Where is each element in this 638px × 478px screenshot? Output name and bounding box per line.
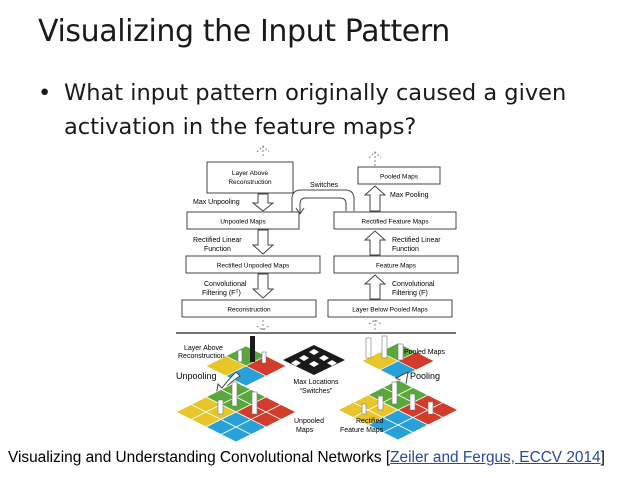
dashed-bottom-arrows bbox=[256, 319, 382, 331]
box-pooled-maps bbox=[357, 166, 441, 185]
grid-cell bbox=[220, 426, 252, 443]
lower-pooled-maps-label: Pooled Maps bbox=[404, 349, 445, 356]
box-layer-above-reconstruction bbox=[206, 161, 294, 194]
dashed-up-arrow-right bbox=[368, 151, 382, 166]
paper-link[interactable]: Zeiler and Fergus, ECCV 2014 bbox=[390, 449, 601, 466]
relu-left-line1: Rectified Linear bbox=[193, 237, 242, 244]
layer-above-map bbox=[205, 345, 287, 387]
relu-right-line1: Rectified Linear bbox=[392, 237, 441, 244]
box-layer-below-label: Layer Below Pooled Maps bbox=[352, 307, 428, 314]
max-pooling-label: Max Pooling bbox=[390, 192, 429, 199]
unpooled-line2: Maps bbox=[296, 427, 314, 434]
lower-layer-above-line2: Reconstruction bbox=[178, 353, 225, 360]
switches-connector bbox=[291, 189, 355, 215]
caption-prefix: Visualizing and Understanding Convolutio… bbox=[8, 449, 391, 466]
box-feature-maps-label: Feature Maps bbox=[376, 263, 417, 270]
bullet-point: • What input pattern originally caused a… bbox=[38, 76, 618, 144]
activation-bar bbox=[381, 335, 388, 359]
box-rectified-feature-maps bbox=[333, 211, 457, 230]
bullet-dot: • bbox=[38, 80, 52, 106]
activation-bar bbox=[250, 336, 255, 362]
rectified-line1: Rectified bbox=[356, 418, 383, 425]
box-unpooled-maps-label: Unpooled Maps bbox=[220, 219, 266, 226]
switches-label: Switches bbox=[310, 182, 339, 189]
relu-left-line2: Function bbox=[204, 246, 231, 253]
dashed-up-arrow-left bbox=[256, 145, 270, 158]
activation-bar bbox=[397, 343, 404, 361]
box-feature-maps bbox=[333, 255, 459, 274]
conv-right-line2: Filtering (F) bbox=[392, 290, 428, 297]
box-rectified-unpooled-maps bbox=[185, 255, 321, 274]
citation-caption: Visualizing and Understanding Convolutio… bbox=[8, 449, 605, 467]
activation-bar bbox=[237, 349, 243, 363]
box-unpooled-maps bbox=[186, 211, 300, 230]
relu-right-line2: Function bbox=[392, 246, 419, 253]
hollow-up-arrows bbox=[363, 185, 387, 300]
box-layer-below-pooled-maps bbox=[327, 299, 453, 318]
conv-right-line1: Convolutional bbox=[392, 281, 435, 288]
conv-left-line1: Convolutional bbox=[204, 281, 247, 288]
activation-bar bbox=[261, 351, 267, 364]
pooled-map bbox=[361, 342, 435, 380]
rectified-line2: Feature Maps bbox=[340, 427, 384, 434]
conv-left-line2: Filtering (Fᵀ) bbox=[202, 290, 241, 297]
box-layer-above-line1: Layer Above bbox=[232, 170, 269, 177]
unpooled-maps-grid bbox=[175, 381, 297, 443]
pooling-label: Pooling bbox=[410, 371, 440, 381]
max-locations-line2: “Switches” bbox=[300, 388, 333, 395]
box-reconstruction-label: Reconstruction bbox=[227, 307, 271, 314]
box-rectified-unpooled-label: Rectified Unpooled Maps bbox=[217, 263, 290, 270]
box-reconstruction bbox=[181, 299, 317, 318]
max-unpooling-label: Max Unpooling bbox=[193, 199, 240, 206]
unpooling-label: Unpooling bbox=[176, 371, 217, 381]
caption-suffix: ] bbox=[600, 449, 605, 466]
unpooled-bars bbox=[217, 381, 258, 415]
slide-title: Visualizing the Input Pattern bbox=[38, 14, 450, 49]
bullet-text: What input pattern originally caused a g… bbox=[64, 80, 567, 140]
box-pooled-maps-label: Pooled Maps bbox=[380, 174, 419, 181]
unpooled-line1: Unpooled bbox=[294, 418, 324, 425]
max-locations-line1: Max Locations bbox=[293, 379, 339, 386]
hollow-down-arrows bbox=[251, 193, 275, 299]
lower-layer-above-line1: Layer Above bbox=[184, 345, 223, 352]
rectified-bars bbox=[361, 381, 434, 415]
box-layer-above-line2: Reconstruction bbox=[228, 179, 272, 186]
rectified-maps-grid bbox=[337, 379, 459, 441]
activation-bar bbox=[365, 337, 372, 359]
grid-cell bbox=[382, 424, 414, 441]
box-rectified-feature-label: Rectified Feature Maps bbox=[361, 219, 429, 226]
switches-grid bbox=[283, 345, 345, 375]
